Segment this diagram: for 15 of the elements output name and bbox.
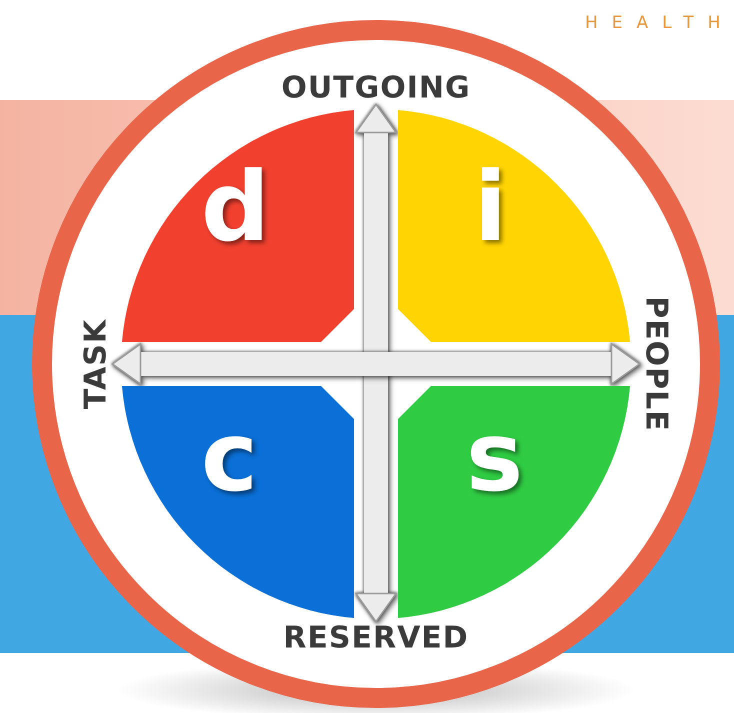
quadrant bbox=[121, 386, 354, 619]
axis-label: PEOPLE bbox=[640, 296, 672, 432]
quadrant-letter: s bbox=[466, 409, 524, 505]
double-arrow bbox=[112, 343, 640, 385]
quadrant bbox=[121, 109, 354, 342]
double-arrow bbox=[355, 104, 397, 622]
axis-label: OUTGOING bbox=[281, 72, 471, 104]
axis-label: RESERVED bbox=[283, 622, 469, 654]
quadrant-letter: i bbox=[474, 159, 507, 255]
quadrant bbox=[398, 109, 631, 342]
header-text: HEALTH bbox=[585, 14, 734, 33]
axis-label: TASK bbox=[80, 318, 112, 410]
quadrant-letter: d bbox=[201, 159, 270, 255]
quadrant-letter: c bbox=[201, 409, 258, 505]
quadrant bbox=[398, 386, 631, 619]
